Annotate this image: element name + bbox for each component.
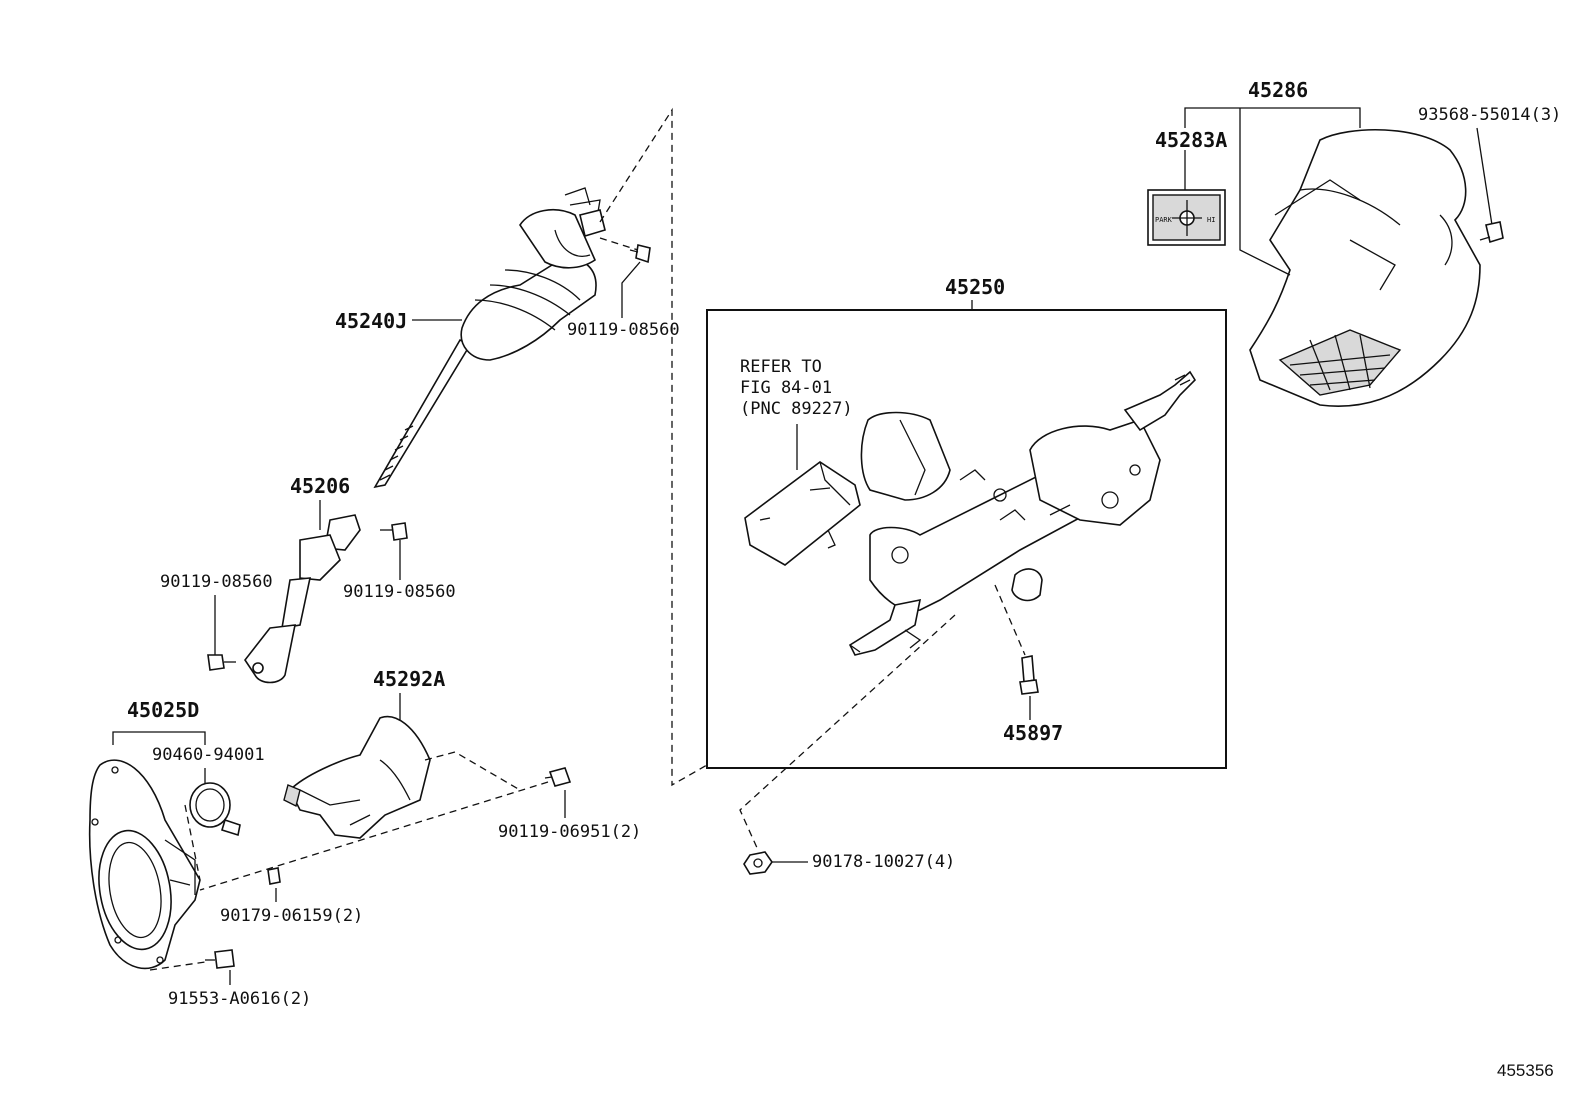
dash-45292A	[424, 751, 521, 791]
dash-45897	[994, 584, 1026, 656]
bolt-90119-b[interactable]	[380, 522, 408, 541]
label-45897: 45897	[1003, 721, 1063, 745]
bolt-90119-c[interactable]	[207, 654, 236, 671]
leader-90119-a	[621, 261, 641, 318]
label-45250: 45250	[945, 275, 1005, 299]
refer-line1: REFER TO	[740, 357, 822, 377]
label-90179-06159: 90179-06159(2)	[220, 906, 363, 926]
cover-45292A[interactable]	[283, 715, 431, 839]
label-45286: 45286	[1248, 78, 1308, 102]
bracket-45025D	[112, 731, 206, 745]
clamp-90460[interactable]	[189, 782, 241, 837]
refer-line3: (PNC 89227)	[740, 399, 853, 419]
module-pnc-89227[interactable]	[744, 461, 861, 566]
label-45025D: 45025D	[127, 698, 199, 722]
label-91553-A0616: 91553-A0616(2)	[168, 989, 311, 1009]
label-45240J: 45240J	[335, 309, 407, 333]
bolt-45897[interactable]	[1019, 655, 1039, 695]
bolt-90119-a[interactable]	[629, 244, 651, 264]
bolt-91553-A0616[interactable]	[205, 949, 235, 969]
refer-line2: FIG 84-01	[740, 378, 832, 398]
label-90178-10027: 90178-10027(4)	[812, 852, 955, 872]
label-90119-08560-c: 90119-08560	[160, 572, 273, 592]
column-cover-45286[interactable]	[1249, 128, 1481, 407]
label-93568-55014: 93568-55014(3)	[1418, 105, 1561, 125]
bracket-45286	[1184, 107, 1361, 276]
dash-90460	[184, 804, 201, 881]
label-90119-06951: 90119-06951(2)	[498, 822, 641, 842]
label-90460-94001: 90460-94001	[152, 745, 265, 765]
illustration-id: 455356	[1497, 1061, 1554, 1080]
bolt-90179-06159[interactable]	[267, 867, 281, 885]
label-45292A: 45292A	[373, 667, 445, 691]
dash-90119-a	[599, 237, 639, 251]
screw-93568[interactable]	[1479, 221, 1504, 244]
joint-45206[interactable]	[244, 514, 361, 684]
dash-90178	[739, 614, 956, 851]
label-45283A: 45283A	[1155, 128, 1227, 152]
bolt-90119-06951[interactable]	[544, 767, 572, 787]
label-45206: 45206	[290, 474, 350, 498]
divider-dashed	[599, 107, 708, 787]
dash-91553	[149, 961, 206, 971]
label-90119-08560-b: 90119-08560	[343, 582, 456, 602]
emblem-park-text: PARK	[1155, 216, 1173, 224]
box-45250	[706, 309, 1227, 769]
steering-column-45250[interactable]	[848, 370, 1197, 656]
leader-93568	[1476, 127, 1493, 226]
hole-cover-45025D[interactable]	[88, 759, 201, 970]
emblem-hi-text: HI	[1207, 216, 1215, 224]
shaft-45240J[interactable]	[373, 187, 606, 489]
dash-90119-06951	[199, 781, 549, 891]
label-90119-08560-a: 90119-08560	[567, 320, 680, 340]
emblem-45283A[interactable]: PARK HI	[1147, 189, 1226, 246]
nut-90178-10027[interactable]	[743, 851, 773, 875]
